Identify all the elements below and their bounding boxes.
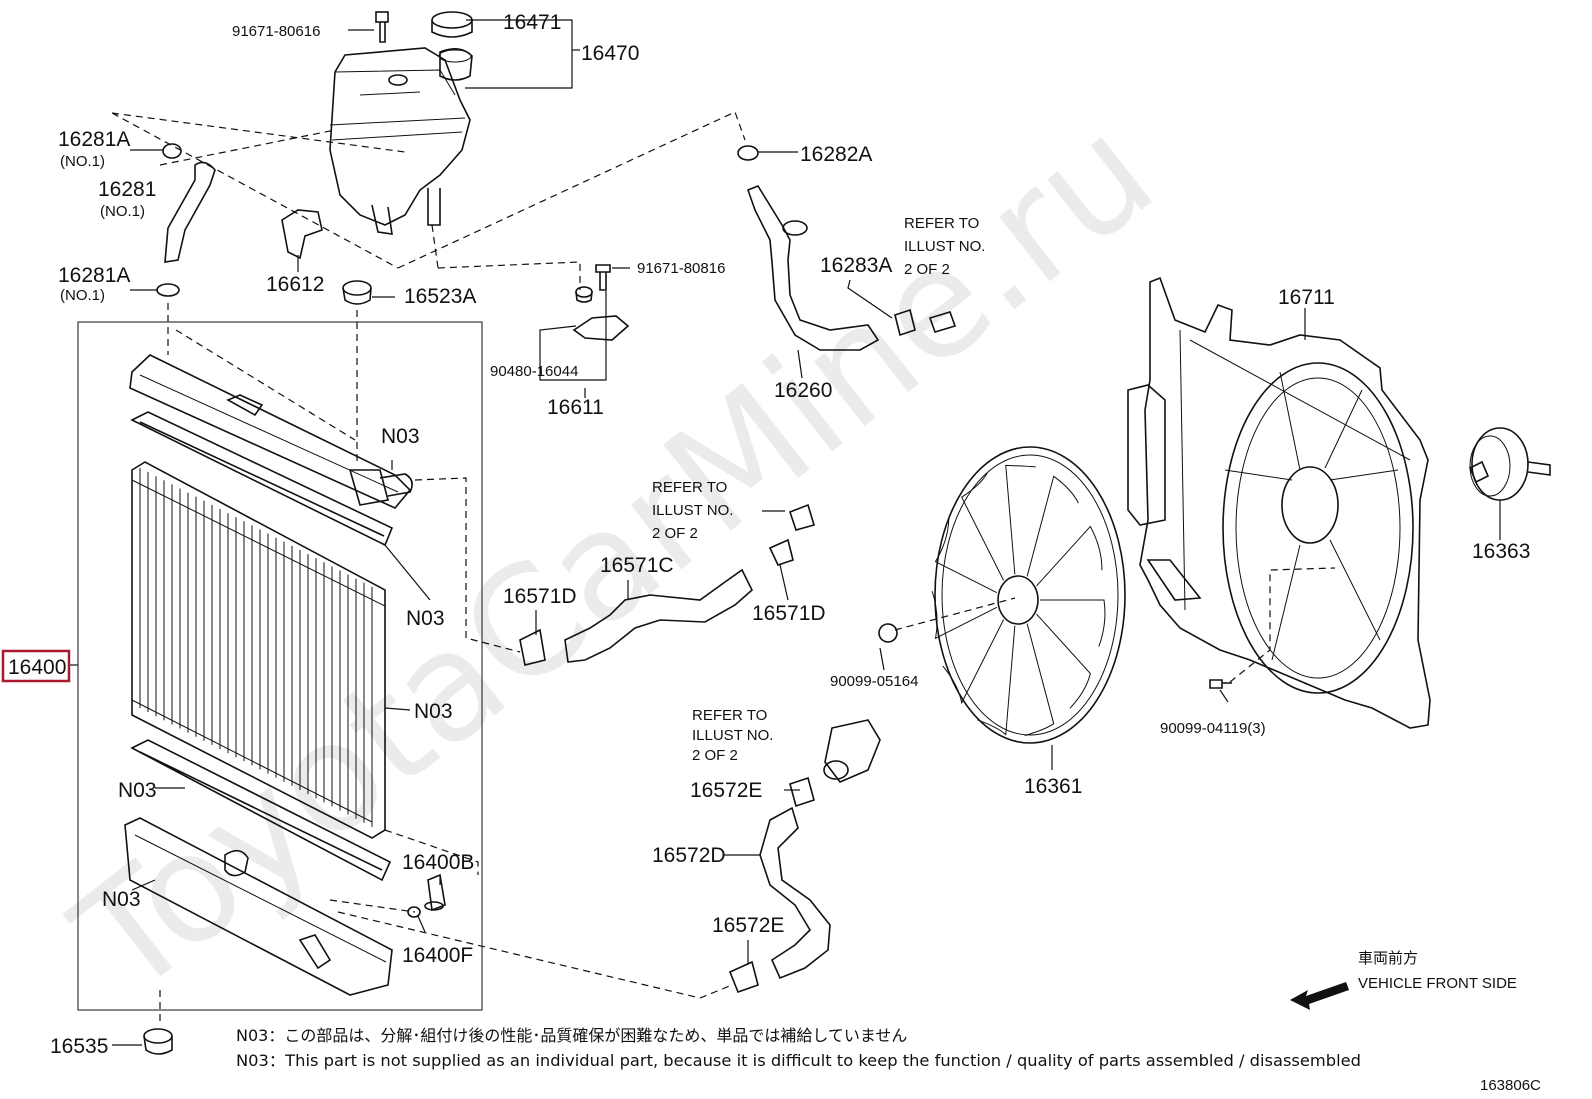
label-16281A-top[interactable]: 16281A xyxy=(58,128,130,151)
reservoir-tank xyxy=(329,47,471,235)
hose-16260 xyxy=(737,145,957,351)
cap-16523A xyxy=(342,280,372,305)
refer-note-3: REFER TO ILLUST NO. 2 OF 2 xyxy=(692,707,773,764)
lower-gasket xyxy=(130,739,392,882)
fan-blade xyxy=(1026,475,1079,577)
label-16535[interactable]: 16535 xyxy=(50,1035,108,1058)
footnote-en: N03：This part is not supplied as an indi… xyxy=(236,1051,1361,1070)
label-N03-d: N03 xyxy=(118,779,157,802)
label-16281A-top-sub: (NO.1) xyxy=(60,153,105,170)
fan-blade xyxy=(931,591,998,640)
fan-blade xyxy=(961,472,1005,581)
label-N03-b: N03 xyxy=(406,607,445,630)
hose-16281 xyxy=(156,143,216,297)
nut-90099-05164 xyxy=(878,623,898,643)
vehicle-front-indicator: 車両前方 VEHICLE FRONT SIDE xyxy=(1290,950,1517,1010)
fan-blade xyxy=(977,625,1016,736)
label-16471[interactable]: 16471 xyxy=(503,11,561,34)
label-N03-c: N03 xyxy=(414,700,453,723)
drain-cock xyxy=(407,873,446,918)
fan-blade xyxy=(1036,525,1103,587)
leader-lines xyxy=(68,19,1501,1046)
fan-blade xyxy=(1036,613,1091,709)
label-16711[interactable]: 16711 xyxy=(1278,286,1335,309)
label-16571D-a[interactable]: 16571D xyxy=(503,585,577,608)
fan-blade xyxy=(942,619,1005,705)
reservoir-cap xyxy=(431,11,473,81)
label-16611[interactable]: 16611 xyxy=(547,396,604,419)
label-90099-05164[interactable]: 90099-05164 xyxy=(830,673,918,690)
highlight-box xyxy=(1,649,71,683)
label-91671-80816[interactable]: 91671-80816 xyxy=(637,260,725,277)
fan-blade xyxy=(1040,599,1106,647)
label-91671-80616[interactable]: 91671-80616 xyxy=(232,23,320,40)
svg-text:2 OF 2: 2 OF 2 xyxy=(692,747,738,764)
hose-16571C xyxy=(519,503,816,666)
label-16523A[interactable]: 16523A xyxy=(404,285,476,308)
svg-text:REFER TO: REFER TO xyxy=(652,479,727,496)
bracket-16612 xyxy=(281,209,323,260)
label-16400B[interactable]: 16400B xyxy=(402,851,474,874)
label-16572E-b[interactable]: 16572E xyxy=(712,914,784,937)
label-16282A[interactable]: 16282A xyxy=(800,143,872,166)
bracket-16611 xyxy=(572,264,630,341)
label-N03-e: N03 xyxy=(102,888,141,911)
label-16612[interactable]: 16612 xyxy=(266,273,324,296)
front-arrow-icon xyxy=(1290,982,1349,1010)
label-16281A-bottom[interactable]: 16281A xyxy=(58,264,130,287)
label-16260[interactable]: 16260 xyxy=(774,379,832,402)
radiator-upper-tank xyxy=(129,354,413,509)
svg-text:ILLUST NO.: ILLUST NO. xyxy=(904,238,985,255)
svg-text:ILLUST NO.: ILLUST NO. xyxy=(692,727,773,744)
label-16281-sub: (NO.1) xyxy=(100,203,145,220)
bolt-90099-04119 xyxy=(1209,679,1232,689)
front-side-en: VEHICLE FRONT SIDE xyxy=(1358,975,1517,992)
fan-blade xyxy=(934,519,998,594)
label-16470[interactable]: 16470 xyxy=(581,42,639,65)
label-16572E-a[interactable]: 16572E xyxy=(690,779,762,802)
label-16572D[interactable]: 16572D xyxy=(652,844,726,867)
hose-16572D xyxy=(728,719,881,994)
label-16281A-bottom-sub: (NO.1) xyxy=(60,287,105,304)
svg-text:2 OF 2: 2 OF 2 xyxy=(904,261,950,278)
cap-16535 xyxy=(143,1028,173,1055)
dashed-relation-lines xyxy=(111,111,1336,1025)
label-16571D-b[interactable]: 16571D xyxy=(752,602,826,625)
label-16363[interactable]: 16363 xyxy=(1472,540,1530,563)
label-16283A[interactable]: 16283A xyxy=(820,254,892,277)
radiator-assy-frame xyxy=(77,321,483,1011)
label-90099-04119[interactable]: 90099-04119(3) xyxy=(1160,720,1266,737)
upper-gasket xyxy=(130,411,394,547)
label-16361[interactable]: 16361 xyxy=(1024,775,1082,798)
fan-blade xyxy=(1005,464,1036,575)
bolt-91671-80616 xyxy=(375,11,389,43)
fan-blade xyxy=(1024,623,1055,737)
fan-shroud xyxy=(1127,276,1431,729)
label-N03-a: N03 xyxy=(381,425,420,448)
diagram-code: 163806C xyxy=(1480,1077,1541,1094)
svg-text:2 OF 2: 2 OF 2 xyxy=(652,525,698,542)
front-side-jp: 車両前方 xyxy=(1358,950,1418,967)
svg-text:REFER TO: REFER TO xyxy=(904,215,979,232)
part-labels: 91671-80616 16471 16470 16281A (NO.1) 16… xyxy=(8,11,1530,1058)
cooling-fan xyxy=(931,446,1126,744)
svg-text:REFER TO: REFER TO xyxy=(692,707,767,724)
refer-note-2: REFER TO ILLUST NO. 2 OF 2 xyxy=(652,479,733,542)
label-90480-16044[interactable]: 90480-16044 xyxy=(490,363,578,380)
label-16400F[interactable]: 16400F xyxy=(402,944,473,967)
fan-motor xyxy=(1468,427,1551,501)
radiator-lower-tank xyxy=(124,817,393,996)
label-16571C[interactable]: 16571C xyxy=(600,554,674,577)
refer-note-1: REFER TO ILLUST NO. 2 OF 2 xyxy=(904,215,985,278)
label-16281[interactable]: 16281 xyxy=(98,178,156,201)
svg-text:ILLUST NO.: ILLUST NO. xyxy=(652,502,733,519)
label-16400[interactable]: 16400 xyxy=(8,656,66,679)
footnote-jp: N03：この部品は、分解･組付け後の性能･品質確保が困難なため、単品では補給して… xyxy=(236,1026,907,1045)
